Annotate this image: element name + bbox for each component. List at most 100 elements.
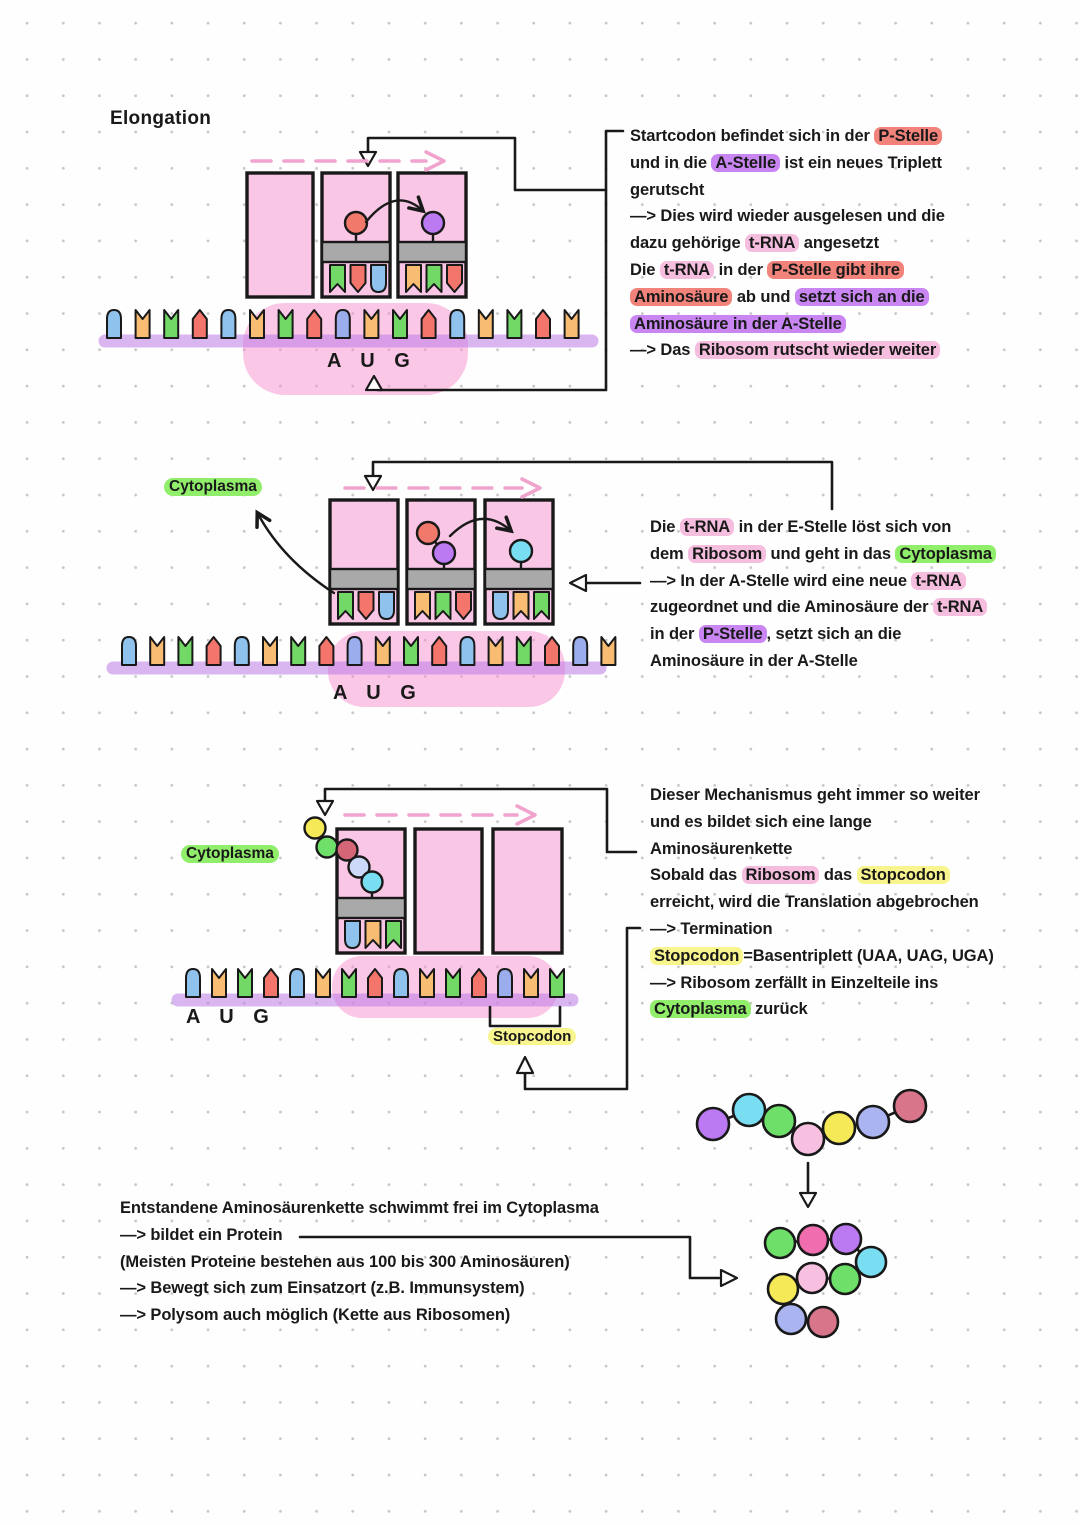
mrna-nucleotide [318, 636, 335, 666]
ribosome-site-box [491, 827, 564, 955]
plain-text: gerutscht [630, 180, 705, 199]
mrna-nucleotide [134, 309, 151, 339]
highlighter-blob [243, 303, 468, 395]
highlighted-text: Ribosom [688, 544, 767, 563]
amino-acid-circle [828, 1262, 862, 1296]
plain-text: Sobald das [650, 866, 742, 885]
trna-bar [405, 567, 477, 591]
anticodon [349, 264, 367, 293]
amino-acid-circle [347, 855, 371, 879]
text-line: Die t-RNA in der P-Stelle gibt ihre [630, 257, 945, 284]
anticodon [329, 264, 346, 293]
highlighted-text: t-RNA [911, 571, 966, 590]
highlighted-text: Aminosäure [630, 287, 733, 306]
amino-acid-circle [508, 538, 534, 564]
mrna-nucleotide [191, 309, 208, 339]
mrna-nucleotide [220, 309, 237, 339]
plain-text: Dieser Mechanismus geht immer so weiter [650, 786, 980, 804]
cytoplasma-label-2: Cytoplasma [181, 845, 279, 863]
plain-text: , setzt sich an die [766, 625, 902, 644]
plain-text: in der [714, 260, 768, 279]
mrna-nucleotide [572, 636, 589, 666]
mrna-nucleotide [487, 636, 504, 666]
amino-acid-circle [303, 816, 327, 840]
highlighted-text: Stopcodon [856, 866, 950, 885]
mrna-nucleotide [149, 636, 166, 666]
connector-line-top-3 [323, 787, 638, 854]
mrna-nucleotide [449, 309, 466, 339]
anticodon [434, 591, 452, 620]
mrna-nucleotide [367, 968, 383, 998]
stopcodon-label: Stopcodon [488, 1028, 577, 1045]
anticodon [378, 591, 395, 620]
plain-text: ab und [732, 287, 795, 306]
highlighted-text: t-RNA [659, 260, 715, 279]
text-line: Entstandene Aminosäurenkette schwimmt fr… [120, 1195, 599, 1222]
plain-text: —> Polysom auch möglich (Kette aus Ribos… [120, 1306, 511, 1325]
start-codon-label-3: A U G [186, 1006, 276, 1028]
stopcodon-bracket [488, 1005, 562, 1028]
mrna-nucleotide [163, 309, 180, 339]
amino-acid-circle [806, 1305, 840, 1339]
mrna-nucleotide [393, 968, 409, 998]
amino-acid-circle [892, 1088, 928, 1124]
amino-acid-circle [315, 835, 339, 859]
plain-text: zugeordnet und die Aminosäure der [650, 598, 933, 617]
protein-connector-line [298, 1235, 721, 1280]
highlighted-text: Cytoplasma [895, 544, 996, 563]
mrna-nucleotide [341, 968, 357, 998]
mrna-nucleotide [544, 636, 560, 666]
trna-bar [335, 896, 407, 920]
arrow-down-icon [798, 1191, 818, 1209]
anticodon [533, 591, 550, 620]
amino-transfer-arrow-1 [364, 200, 422, 224]
amino-acid-circle [431, 540, 457, 566]
mrna-nucleotide [334, 309, 351, 339]
text-line: —> In der A-Stelle wird eine neue t-RNA [650, 568, 996, 595]
plain-text: (Meisten Proteine bestehen aus 100 bis 3… [120, 1252, 570, 1271]
connector-layer [250, 129, 834, 1288]
mrna-nucleotide [477, 309, 494, 339]
text-line: —> bildet ein Protein [120, 1222, 599, 1249]
highlighted-text: P-Stelle [874, 127, 943, 145]
highlighted-text: Stopcodon [650, 946, 744, 965]
highlighted-text: t-RNA [745, 234, 800, 253]
plain-text: in der [650, 625, 699, 644]
trna-bar [483, 567, 555, 591]
amino-acid-circle [855, 1104, 891, 1140]
arrow-up-icon [515, 1055, 535, 1075]
highlighted-text: Ribosom rutscht wieder weiter [694, 341, 941, 360]
text-block-termination-note: Dieser Mechanismus geht immer so weiter u… [650, 782, 994, 1023]
anticodon [364, 920, 382, 949]
text-line: Die t-RNA in der E-Stelle löst sich von [650, 514, 996, 541]
trna-bar [328, 567, 400, 591]
text-line: Aminosäure in der A-Stelle [630, 311, 945, 338]
mrna-nucleotide [106, 309, 122, 339]
plain-text: erreicht, wird die Translation abgebroch… [650, 893, 979, 912]
amino-acid-circle [731, 1092, 767, 1128]
text-line: und es bildet sich eine lange [650, 809, 994, 836]
anticodon [385, 920, 402, 949]
start-codon-label-2: A U G [333, 682, 423, 704]
mrna-nucleotide [431, 636, 448, 666]
text-block-elongation-note: Startcodon befindet sich in der P-Stelle… [630, 123, 945, 364]
amino-acid-circle [829, 1222, 863, 1256]
amino-acid-circle [763, 1226, 797, 1260]
arrow-down-icon [315, 799, 335, 817]
plain-text: =Basentriplett (UAA, UAG, UGA) [743, 946, 994, 965]
anticodon [414, 591, 431, 620]
plain-text: —> Das [630, 341, 695, 360]
amino-acid-circle [343, 210, 369, 236]
mrna-nucleotide [459, 636, 476, 666]
mrna-nucleotide [237, 968, 253, 998]
mrna-nucleotide [515, 636, 532, 666]
plain-text: Die [650, 518, 680, 536]
plain-text: —> Dies wird wieder ausgelesen und die [630, 207, 945, 226]
connector-line-bottom-1 [376, 129, 625, 392]
anticodon [512, 591, 530, 620]
plain-text: Aminosäure in der A-Stelle [650, 651, 858, 670]
amino-acid-circle [761, 1103, 797, 1139]
ribosome-direction-arrowhead-2 [520, 477, 542, 499]
plain-text: ist ein neues Triplett [780, 153, 942, 172]
connector-line-top-2 [371, 460, 834, 511]
